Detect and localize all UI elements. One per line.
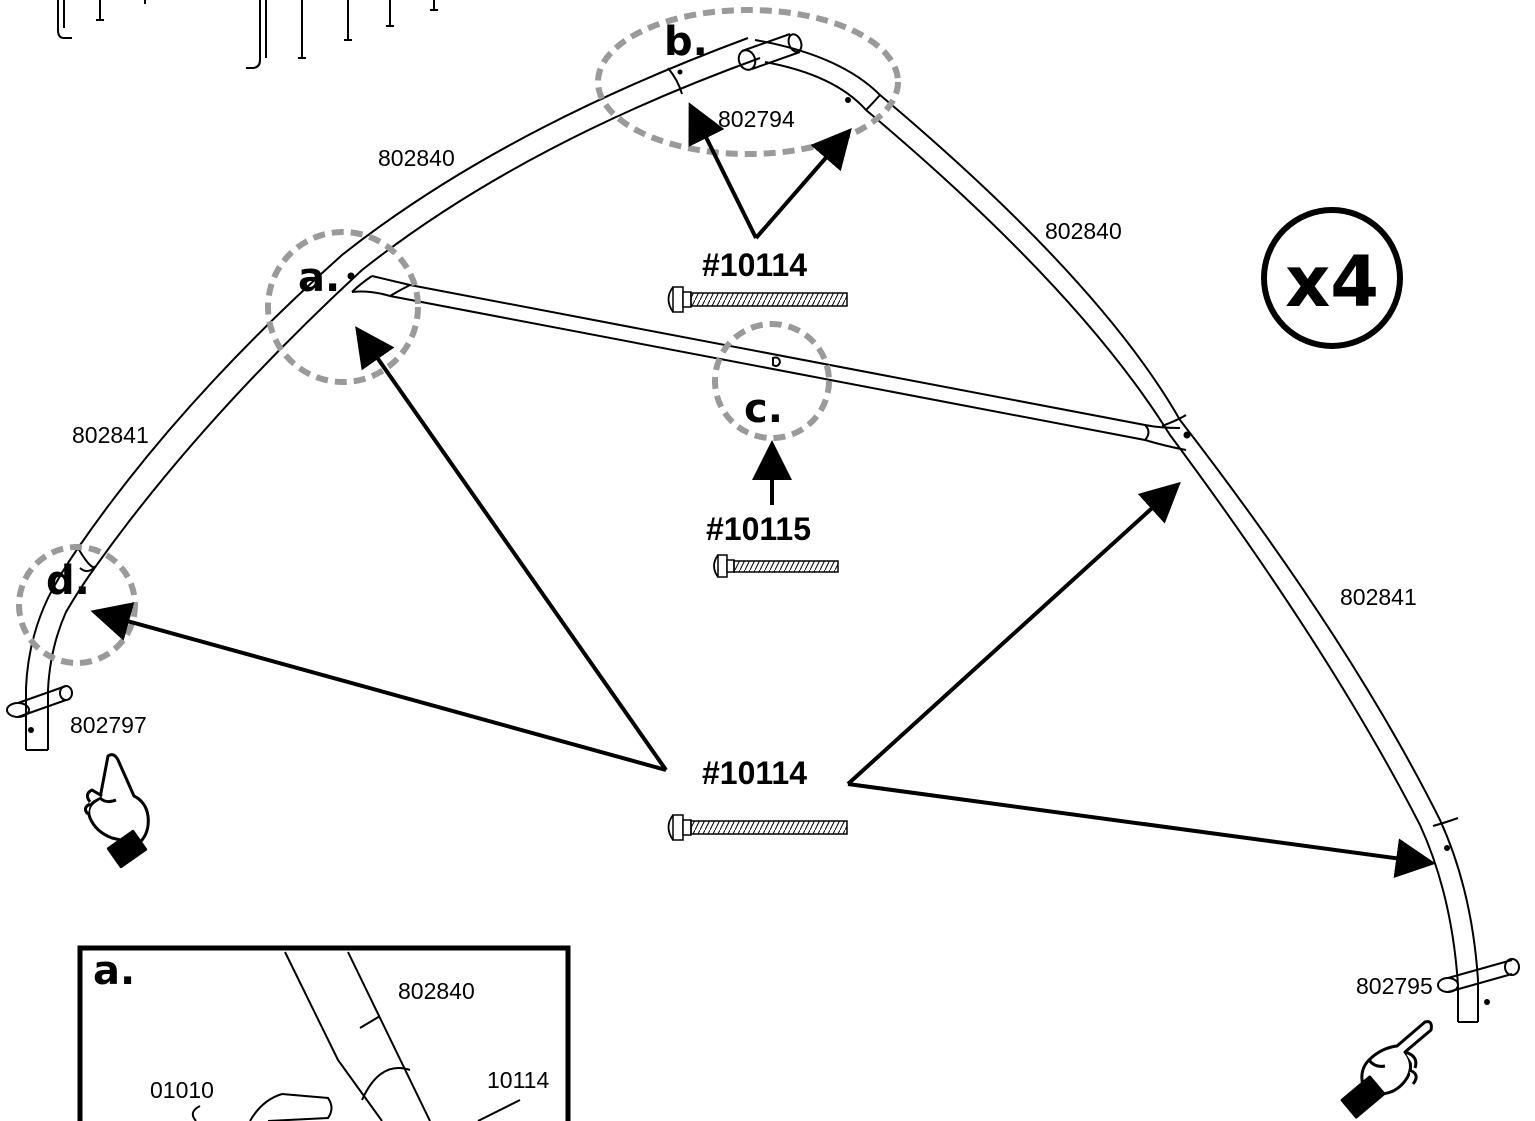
pointing-hand-icon [1340, 1020, 1433, 1119]
right-foot-pin [1437, 958, 1520, 993]
detail-a-tube-label: 802840 [398, 978, 475, 1004]
left-foot-pin [6, 685, 73, 718]
callout-d-label: d. [46, 558, 90, 604]
part-label-lower-left: 802841 [72, 422, 149, 448]
part-label-upper-left: 802840 [378, 145, 455, 171]
arrows-bottom-hardware [90, 326, 1436, 879]
detail-a-title: a. [93, 948, 135, 994]
detail-box-a: a. 802840 01010 10114 [77, 945, 571, 1121]
part-label-left-foot: 802797 [70, 712, 147, 738]
quantity-text: x4 [1285, 241, 1379, 323]
carriage-bolt-icon [667, 814, 848, 841]
cross-bar [351, 275, 1187, 451]
callout-ring-a [265, 229, 421, 385]
part-label-right-foot: 802795 [1356, 973, 1433, 999]
arrows-top-hardware [688, 102, 852, 240]
callout-c-label: c. [744, 386, 783, 432]
callout-a-label: a. [298, 255, 340, 301]
part-label-top-connector: 802794 [718, 106, 795, 132]
bolt-holes [28, 69, 1490, 1005]
callout-ring-c [712, 321, 832, 441]
quantity-badge: x4 [1261, 207, 1403, 349]
hardware-label-top: #10114 [702, 247, 807, 283]
tube-joints [77, 67, 1459, 827]
detail-a-nut-label: 01010 [150, 1077, 214, 1103]
carriage-bolt-icon [713, 554, 839, 578]
callout-ring-b [595, 7, 901, 157]
top-connector-pin [737, 33, 803, 71]
part-label-lower-right: 802841 [1340, 584, 1417, 610]
callout-b-label: b. [664, 19, 708, 65]
left-arch-tube [25, 37, 761, 751]
right-arch-tube [754, 39, 1479, 1023]
carriage-bolt-icon [667, 286, 848, 313]
hardware-label-bottom: #10114 [702, 755, 807, 791]
hardware-label-middle: #10115 [706, 511, 811, 547]
detail-a-bolt-label: 10114 [487, 1067, 549, 1093]
partial-parts-preview [57, 0, 438, 69]
pointing-hand-icon [83, 753, 150, 869]
callout-ring-d [16, 544, 138, 666]
part-label-upper-right: 802840 [1045, 218, 1122, 244]
